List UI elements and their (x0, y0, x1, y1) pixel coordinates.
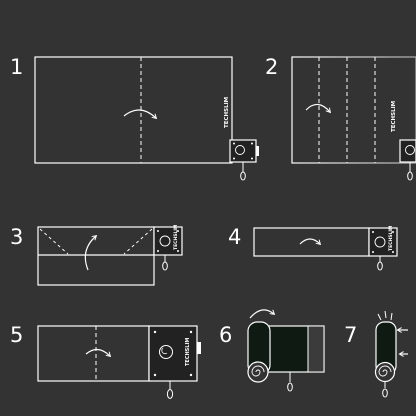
step-2-control-box (399, 139, 416, 181)
step-5-number: 5 (10, 323, 23, 347)
step-6-roll-arrow (249, 309, 276, 319)
step-6-number: 6 (219, 323, 232, 347)
step-2-sleeve (291, 56, 416, 164)
step-2-fold-arrow (305, 103, 332, 114)
step-7-number: 7 (344, 323, 357, 347)
step-4: 4 TECHSLIM (228, 225, 398, 271)
step-4-fold-arrow (299, 238, 322, 246)
zipper-pull-icon (407, 171, 413, 181)
step-7-roll-end (374, 361, 396, 383)
brand-label: TECHSLIM (224, 97, 230, 128)
step-5-fold-arrow (85, 348, 112, 358)
step-7-shine-lines (377, 310, 393, 321)
step-2-number: 2 (265, 55, 278, 79)
step-3-corner-fold-right (123, 228, 153, 255)
moon-icon (64, 104, 81, 120)
moon-icon (291, 104, 308, 120)
logo-icon (235, 145, 245, 155)
step-6-roll-end (247, 361, 269, 383)
zipper-pull-icon (377, 261, 383, 271)
step-3: 3 TECHSLIM (10, 224, 183, 286)
step-1-fold-arrow (123, 109, 158, 120)
logo-icon (159, 345, 173, 359)
step-6: 6 (219, 309, 325, 392)
step-3-sleeve (37, 226, 155, 286)
zipper-pull-icon (166, 389, 174, 399)
step-4-control-box: TECHSLIM (368, 225, 398, 271)
step-2: 2 TECHSLIM (265, 55, 416, 181)
step-3-control-box: TECHSLIM (153, 224, 183, 271)
logo-icon (159, 235, 171, 247)
step-4-number: 4 (228, 225, 241, 249)
step-4-sleeve (253, 227, 370, 257)
zipper-pull-icon (382, 388, 388, 398)
logo-icon (374, 236, 386, 248)
step-1: 1 TECHSLIM (10, 55, 259, 181)
step-3-corner-fold-left (39, 228, 69, 255)
brand-label: TECHSLIM (173, 224, 179, 250)
brand-label: TECHSLIM (185, 338, 191, 366)
brand-label: TECHSLIM (391, 101, 397, 132)
logo-icon (405, 145, 415, 155)
zipper-pull-icon (240, 171, 246, 181)
step-1-control-box (229, 139, 259, 181)
step-3-number: 3 (10, 225, 23, 249)
step-1-number: 1 (10, 55, 23, 79)
zipper-pull-icon (162, 261, 168, 271)
step-5-sleeve (37, 325, 150, 382)
step-1-sleeve (34, 56, 233, 164)
step-5-control-box: TECHSLIM (148, 325, 201, 399)
step-3-fold-arrow (84, 234, 98, 271)
brand-label: TECHSLIM (388, 225, 394, 251)
step-7: 7 (344, 310, 408, 398)
zipper-pull-icon (287, 382, 293, 392)
step-5: 5 TECHSLIM (10, 323, 201, 399)
